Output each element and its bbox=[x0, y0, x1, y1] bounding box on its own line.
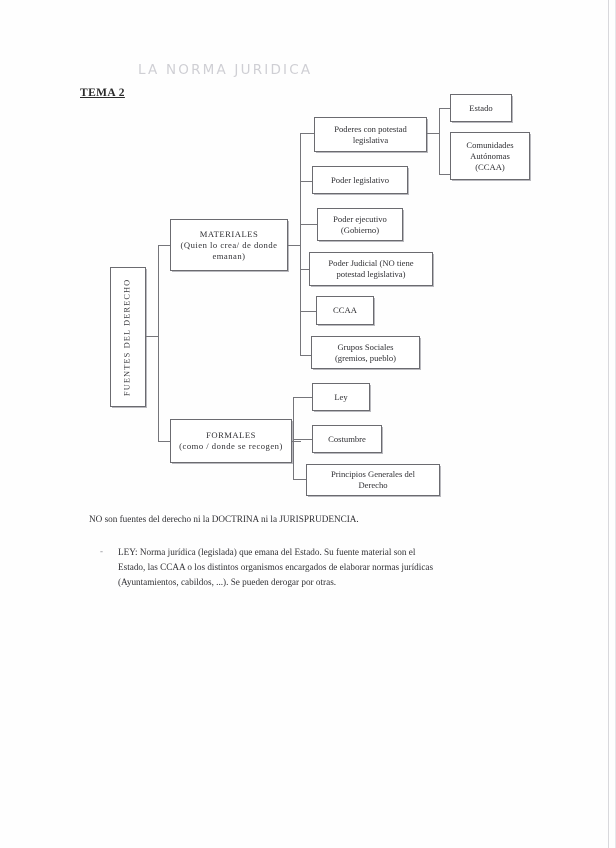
fuentes-del-derecho-diagram: FUENTES DEL DERECHO MATERIALES (Quien lo… bbox=[110, 94, 530, 496]
node-principios-label-1: Principios Generales del bbox=[330, 469, 415, 479]
node-poderes-label-2: legislativa bbox=[352, 134, 389, 145]
connector-poderes-stub bbox=[427, 133, 439, 134]
node-grupos-sociales-label-1: Grupos Sociales bbox=[337, 341, 394, 352]
node-principios-generales-del-derecho: Principios Generales del Derecho bbox=[306, 464, 440, 496]
connector-poderes-child-estado bbox=[439, 108, 450, 109]
connector-formales-spine bbox=[293, 397, 294, 479]
connector-poderes-spine bbox=[439, 108, 440, 174]
connector-root-stub bbox=[146, 336, 158, 337]
node-materiales-subtitle-1: (Quien lo crea/ de donde bbox=[180, 239, 278, 250]
node-grupos-sociales: Grupos Sociales (gremios, pueblo) bbox=[311, 336, 420, 369]
node-ccaa: CCAA bbox=[316, 296, 374, 325]
paragraph-ley-line-1: LEY: Norma jurídica (legislada) que eman… bbox=[118, 547, 416, 557]
paragraph-ley: LEY: Norma jurídica (legislada) que eman… bbox=[118, 545, 496, 590]
paragraph-ley-line-2: Estado, las CCAA o los distintos organis… bbox=[118, 561, 434, 572]
paragraph-no-son-fuentes: NO son fuentes del derecho ni la DOCTRIN… bbox=[89, 514, 359, 524]
connector-formales-child-principios bbox=[293, 479, 306, 480]
node-fuentes-del-derecho: FUENTES DEL DERECHO bbox=[110, 267, 146, 407]
connector-root-spine bbox=[158, 245, 159, 441]
connector-materiales-stub bbox=[288, 245, 300, 246]
connector-to-formales bbox=[158, 441, 170, 442]
node-costumbre: Costumbre bbox=[312, 425, 382, 453]
pencil-handwritten-title: LA NORMA JURIDICA bbox=[138, 62, 313, 78]
node-ccaa-label-2: Autónomas bbox=[470, 150, 510, 161]
node-estado: Estado bbox=[450, 94, 512, 122]
connector-materiales-child-2 bbox=[300, 181, 312, 182]
connector-materiales-child-1 bbox=[300, 133, 314, 134]
connector-materiales-child-6 bbox=[300, 355, 311, 356]
bullet-marker: - bbox=[100, 546, 103, 556]
node-fuentes-del-derecho-label: FUENTES DEL DERECHO bbox=[122, 278, 132, 396]
node-estado-label: Estado bbox=[469, 102, 493, 113]
node-poder-judicial-label-1: Poder Judicial (NO tiene bbox=[328, 258, 414, 268]
node-formales: FORMALES (como / donde se recogen) bbox=[170, 419, 292, 463]
node-costumbre-label: Costumbre bbox=[328, 433, 366, 444]
node-poder-ejecutivo: Poder ejecutivo (Gobierno) bbox=[317, 208, 403, 241]
connector-materiales-child-5 bbox=[300, 311, 316, 312]
page-title: TEMA 2 bbox=[80, 87, 125, 99]
node-poderes-label-1: Poderes con potestad bbox=[334, 123, 407, 134]
node-formales-subtitle: (como / donde se recogen) bbox=[179, 441, 283, 451]
node-materiales-title: MATERIALES bbox=[199, 228, 259, 239]
node-poder-ejecutivo-label-1: Poder ejecutivo bbox=[333, 213, 387, 224]
connector-materiales-spine bbox=[300, 133, 301, 355]
paragraph-ley-line-3: (Ayuntamientos, cabildos, ...). Se puede… bbox=[118, 576, 337, 587]
node-formales-title: FORMALES bbox=[206, 430, 256, 440]
node-poder-legislativo-label: Poder legislativo bbox=[331, 174, 389, 185]
node-grupos-sociales-label-2: (gremios, pueblo) bbox=[334, 352, 397, 363]
connector-formales-child-costumbre bbox=[293, 439, 312, 440]
node-poder-ejecutivo-label-2: (Gobierno) bbox=[340, 224, 380, 235]
node-ccaa-label-1: Comunidades bbox=[466, 139, 514, 150]
node-ccaa-label-3: (CCAA) bbox=[475, 161, 505, 172]
node-materiales-subtitle-2: emanan) bbox=[212, 250, 246, 261]
node-poder-judicial: Poder Judicial (NO tiene potestad legisl… bbox=[309, 252, 433, 286]
connector-formales-child-ley bbox=[293, 397, 312, 398]
node-poderes-con-potestad-legislativa: Poderes con potestad legislativa bbox=[314, 117, 427, 152]
connector-formales-stub bbox=[292, 441, 301, 442]
connector-materiales-child-3 bbox=[300, 224, 317, 225]
node-comunidades-autonomas: Comunidades Autónomas (CCAA) bbox=[450, 132, 530, 180]
node-principios-label-2: Derecho bbox=[358, 480, 388, 490]
node-ccaa-short-label: CCAA bbox=[333, 305, 357, 315]
node-ley-label: Ley bbox=[334, 391, 348, 402]
scan-edge-line bbox=[608, 0, 609, 848]
node-materiales: MATERIALES (Quien lo crea/ de donde eman… bbox=[170, 219, 288, 271]
node-poder-judicial-label-2: potestad legislativa) bbox=[336, 269, 406, 279]
node-poder-legislativo: Poder legislativo bbox=[312, 166, 408, 194]
connector-materiales-child-4 bbox=[300, 269, 309, 270]
connector-poderes-child-ccaa bbox=[439, 174, 450, 175]
node-ley: Ley bbox=[312, 383, 370, 411]
connector-to-materiales bbox=[158, 245, 170, 246]
